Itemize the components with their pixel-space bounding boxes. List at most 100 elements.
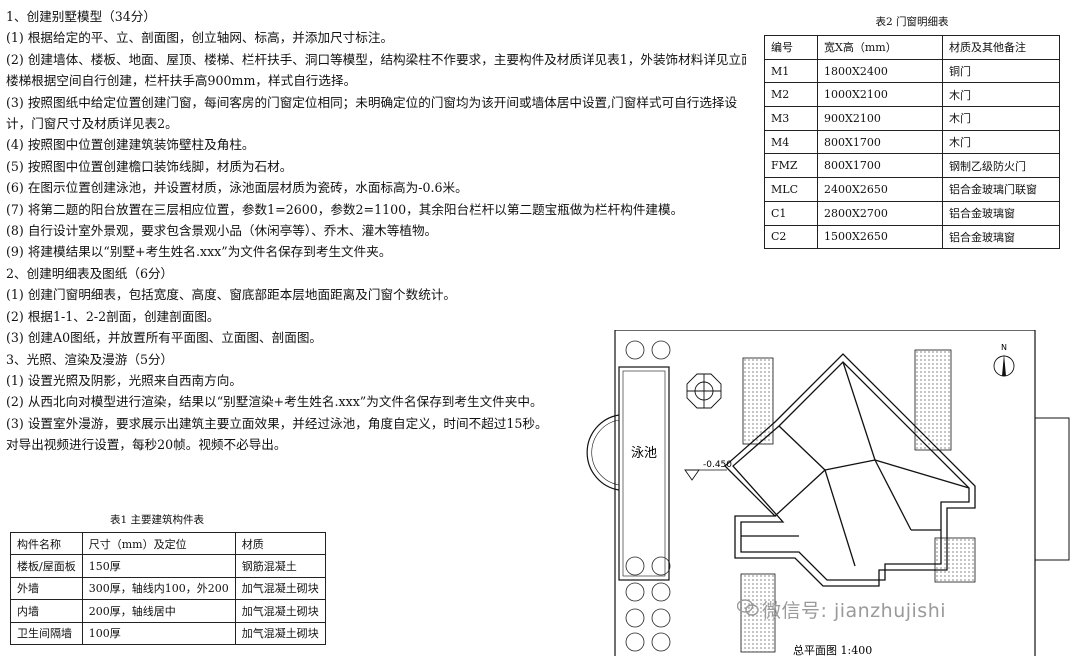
building-roof — [724, 353, 976, 587]
instruction-line: (3) 创建A0图纸，并放置所有平面图、立面图、剖面图。 — [6, 330, 323, 346]
instruction-line: 对导出视频进行设置，每秒20帧。视频不必导出。 — [6, 437, 287, 453]
tree-icon — [651, 632, 671, 652]
instruction-line: (2) 创建墙体、楼板、地面、屋顶、楼梯、栏杆扶手、洞口等模型，结构梁柱不作要求… — [6, 51, 746, 67]
cell: 200厚，轴线居中 — [81, 599, 236, 623]
instruction-line: (3) 按照图纸中给定位置创建门窗，每间客房的门窗定位相同；未明确定位的门窗均为… — [6, 94, 738, 132]
pool-inner — [622, 370, 666, 577]
table-header: 编号 宽X高（mm） 材质及其他备注 — [764, 35, 1060, 60]
cell: 楼板/屋面板 — [10, 554, 83, 578]
section-3-title: 3、光照、渲染及漫游（5分） — [6, 351, 174, 367]
cell: 加气混凝土砌块 — [234, 599, 326, 623]
pool-semicircle — [586, 414, 620, 491]
cell: 木门 — [942, 106, 1060, 131]
watermark: 微信号: jianzhujishi — [762, 600, 947, 622]
pool-label: 泳池 — [631, 446, 657, 461]
instructions: 1、创建别墅模型（34分） (1) 根据给定的平、立、剖面图，创立轴网、标高，并… — [6, 6, 746, 456]
tree-icon — [625, 632, 645, 652]
tree-icon — [651, 582, 671, 602]
instruction-line: (9) 将建模结果以“别墅+考生姓名.xxx”为文件名保存到考生文件夹。 — [6, 244, 392, 260]
site-plan: 泳池 — [575, 330, 1075, 656]
cell: 800X1700 — [817, 153, 943, 179]
tree-group — [625, 340, 671, 652]
cell: 1500X2650 — [817, 224, 943, 250]
cell: 300厚，轴线内100，外200 — [81, 576, 236, 601]
cell: 铝合金玻璃窗 — [942, 224, 1060, 250]
header-cell: 尺寸（mm）及定位 — [81, 531, 236, 556]
cell: MLC — [764, 177, 818, 202]
cell: 内墙 — [10, 599, 83, 623]
instruction-line: (6) 在图示位置创建泳池，并设置材质，泳池面层材质为瓷砖，水面标高为-0.6米… — [6, 180, 468, 196]
cell: 1800X2400 — [817, 58, 943, 84]
instruction-line: (8) 自行设计室外景观，要求包含景观小品（休闲亭等）、乔木、灌木等植物。 — [6, 223, 438, 239]
shrub-bed — [914, 349, 952, 451]
cell: 100厚 — [81, 621, 236, 645]
cell: 900X2100 — [817, 106, 943, 131]
pool — [618, 366, 670, 581]
table-header: 构件名称 尺寸（mm）及定位 材质 — [10, 531, 326, 556]
instruction-line: (1) 设置光照及阴影，光照来自西南方向。 — [6, 372, 242, 388]
shrub-bed — [742, 357, 774, 445]
header-cell: 材质 — [234, 531, 326, 556]
cell: M2 — [764, 82, 818, 108]
cell: 加气混凝土砌块 — [234, 576, 326, 601]
header-cell: 构件名称 — [10, 531, 83, 556]
tree-icon — [651, 608, 671, 628]
cell: 外墙 — [10, 576, 83, 601]
wechat-icon — [737, 599, 759, 616]
section-2-title: 2、创建明细表及图纸（6分） — [6, 265, 174, 281]
cell: 2400X2650 — [817, 177, 943, 202]
instruction-line: (2) 从西北向对模型进行渲染，结果以“别墅渲染+考生姓名.xxx”为文件名保存… — [6, 394, 543, 410]
elevation-marker-icon — [684, 469, 700, 481]
cell: 150厚 — [81, 554, 236, 578]
cell: 加气混凝土砌块 — [234, 621, 326, 645]
pool-semicircle-inner — [591, 419, 620, 486]
cell: 铝合金玻璃窗 — [942, 200, 1060, 226]
site-plan-drawing: 泳池 — [586, 330, 1070, 656]
cell: M4 — [764, 129, 818, 155]
cell: 卫生间隔墙 — [10, 621, 83, 645]
shrub-bed — [934, 537, 976, 583]
site-entry — [1035, 417, 1070, 561]
cell: 2800X2700 — [817, 200, 943, 226]
cell: 木门 — [942, 129, 1060, 155]
tree-icon — [651, 556, 671, 576]
instruction-line: (7) 将第二题的阳台放置在三层相应位置，参数1=2600，参数2=1100，其… — [6, 201, 684, 217]
cell: M1 — [764, 58, 818, 84]
cell: 铝合金玻璃门联窗 — [942, 177, 1060, 202]
header-cell: 材质及其他备注 — [942, 35, 1060, 60]
tree-icon — [625, 556, 645, 576]
cell: 铜门 — [942, 58, 1060, 84]
tree-icon — [651, 340, 671, 360]
instruction-line: (4) 按照图中位置创建建筑装饰壁柱及角柱。 — [6, 137, 255, 153]
cell: FMZ — [764, 153, 818, 179]
instruction-line: (1) 创建门窗明细表，包括宽度、高度、窗底部距本层地面距离及门窗个数统计。 — [6, 287, 457, 303]
cell: C1 — [764, 200, 818, 226]
cell: 800X1700 — [817, 129, 943, 155]
cell: 钢筋混凝土 — [234, 554, 326, 578]
instruction-line: (5) 按照图中位置创建檐口装饰线脚，材质为石材。 — [6, 158, 293, 174]
north-label: N — [1001, 343, 1007, 352]
header-cell: 编号 — [764, 35, 818, 60]
cell: 钢制乙级防火门 — [942, 153, 1060, 179]
tree-icon — [625, 340, 645, 360]
cell: C2 — [764, 224, 818, 250]
table2-caption: 表2 门窗明细表 — [875, 16, 949, 28]
header-cell: 宽X高（mm） — [817, 35, 943, 60]
elevation-label: -0.450 — [703, 460, 732, 470]
site-boundary — [614, 330, 1036, 656]
tree-icon — [625, 582, 645, 602]
